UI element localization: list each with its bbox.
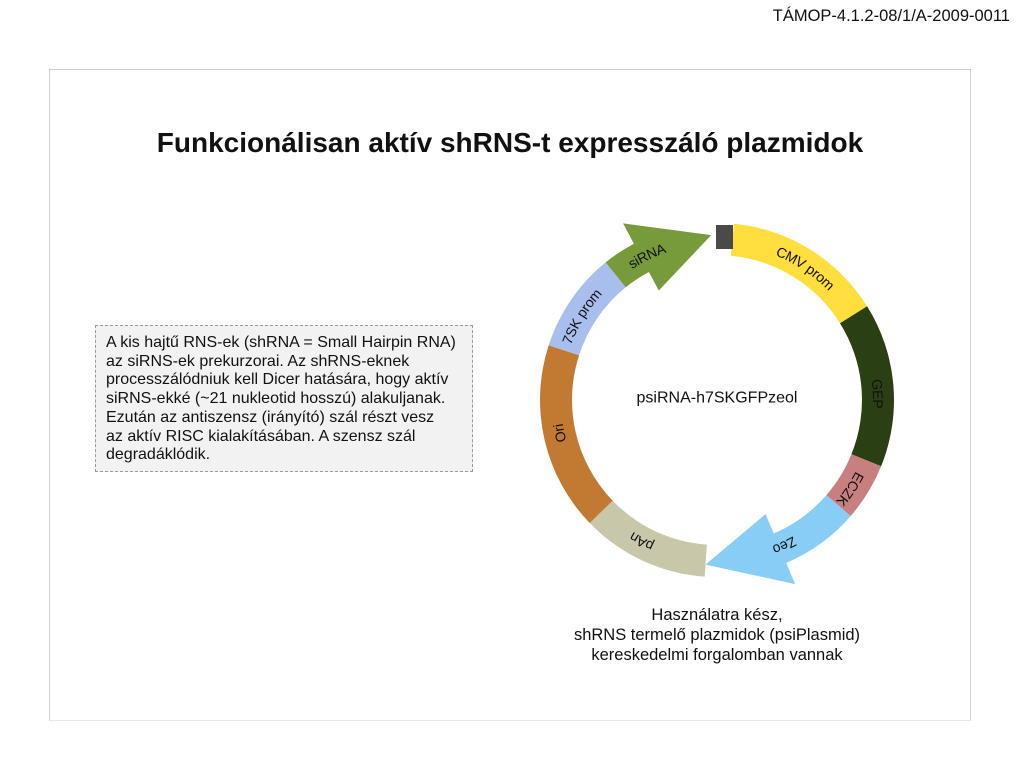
plasmid-segments <box>540 223 894 585</box>
explanation-line: siRNS-ekké (~21 nukleotid hosszú) alakul… <box>106 390 446 408</box>
segment-eczk <box>826 454 882 517</box>
label-ori-text: Ori <box>550 423 569 444</box>
segment-pan <box>589 500 707 577</box>
segment-cmv-prom <box>730 223 868 324</box>
label-gep-text: GEP <box>869 378 886 408</box>
segment-ori <box>540 345 613 523</box>
segment-sirna-arrow <box>605 223 712 291</box>
label-gep: GEP <box>869 378 886 408</box>
caption-line: shRNS termelő plazmidok (psiPlasmid) <box>573 626 861 644</box>
explanation-line: processzálódniuk kell Dicer hatására, ho… <box>106 371 449 389</box>
explanation-line: az siRNS-ek prekurzorai. Az shRNS-eknek <box>106 352 410 370</box>
caption-line: Használatra kész, <box>651 606 783 624</box>
explanation-line: A kis hajtű RNS-ek (shRNA = Small Hairpi… <box>106 334 456 351</box>
explanation-line: degradáklódik. <box>106 446 211 464</box>
project-code: TÁMOP-4.1.2-08/1/A-2009-0011 <box>772 7 1010 25</box>
origin-marker <box>716 225 733 249</box>
plasmid-caption: Használatra kész, shRNS termelő plazmido… <box>517 605 917 665</box>
explanation-line: az aktív RISC kialakításában. A szensz s… <box>106 427 416 445</box>
segment-gep <box>840 306 894 467</box>
segment-7sk-prom <box>548 262 626 356</box>
segment-zeo-arrow <box>705 495 851 585</box>
explanation-box: A kis hajtű RNS-ek (shRNA = Small Hairpi… <box>95 325 473 472</box>
label-ori: Ori <box>550 423 569 444</box>
plasmid-name: psiRNA-h7SKGFPzeol <box>637 390 798 407</box>
caption-line: kereskedelmi forgalomban vannak <box>591 646 843 664</box>
slide-title: Funkcionálisan aktív shRNS-t expresszáló… <box>156 127 864 158</box>
explanation-line: Ezután az antiszensz (irányító) szál rés… <box>106 408 435 426</box>
